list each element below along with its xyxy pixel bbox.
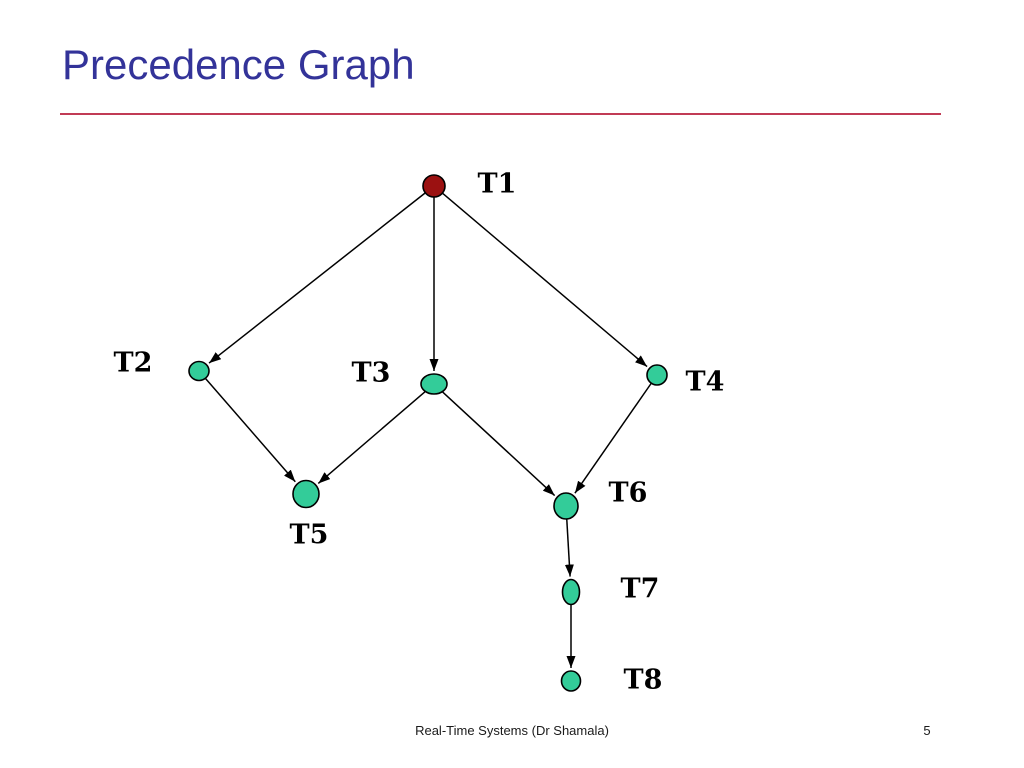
title-divider [60,113,941,115]
graph-edge-T1-T2 [208,192,426,364]
graph-edge-T3-T6 [442,391,556,497]
page-number: 5 [923,723,931,738]
page-title: Precedence Graph [62,41,415,88]
graph-node-label-T7: T7 [621,574,660,605]
graph-edge-T4-T6 [574,383,652,494]
graph-node-T2 [188,360,210,382]
graph-node-T4 [646,364,668,386]
graph-node-label-T2: T2 [114,348,153,379]
graph-edge-T2-T5 [205,378,296,483]
graph-node-label-T1: T1 [478,169,517,200]
graph-node-T8 [560,670,582,692]
graph-node-T1 [422,174,446,198]
graph-node-T6 [553,492,579,520]
graph-node-label-T6: T6 [609,478,648,509]
graph-edge-T3-T5 [317,391,426,485]
graph-node-label-T4: T4 [686,367,725,398]
graph-edge-T6-T7 [564,519,574,577]
graph-node-T3 [420,373,448,395]
graph-node-T7 [561,578,581,606]
graph-node-label-T5: T5 [290,520,329,551]
footer-text: Real-Time Systems (Dr Shamala) [415,723,609,738]
graph-node-label-T8: T8 [624,665,663,696]
graph-edge-T1-T4 [442,192,648,368]
graph-node-label-T3: T3 [352,358,391,389]
graph-node-T5 [292,479,320,509]
